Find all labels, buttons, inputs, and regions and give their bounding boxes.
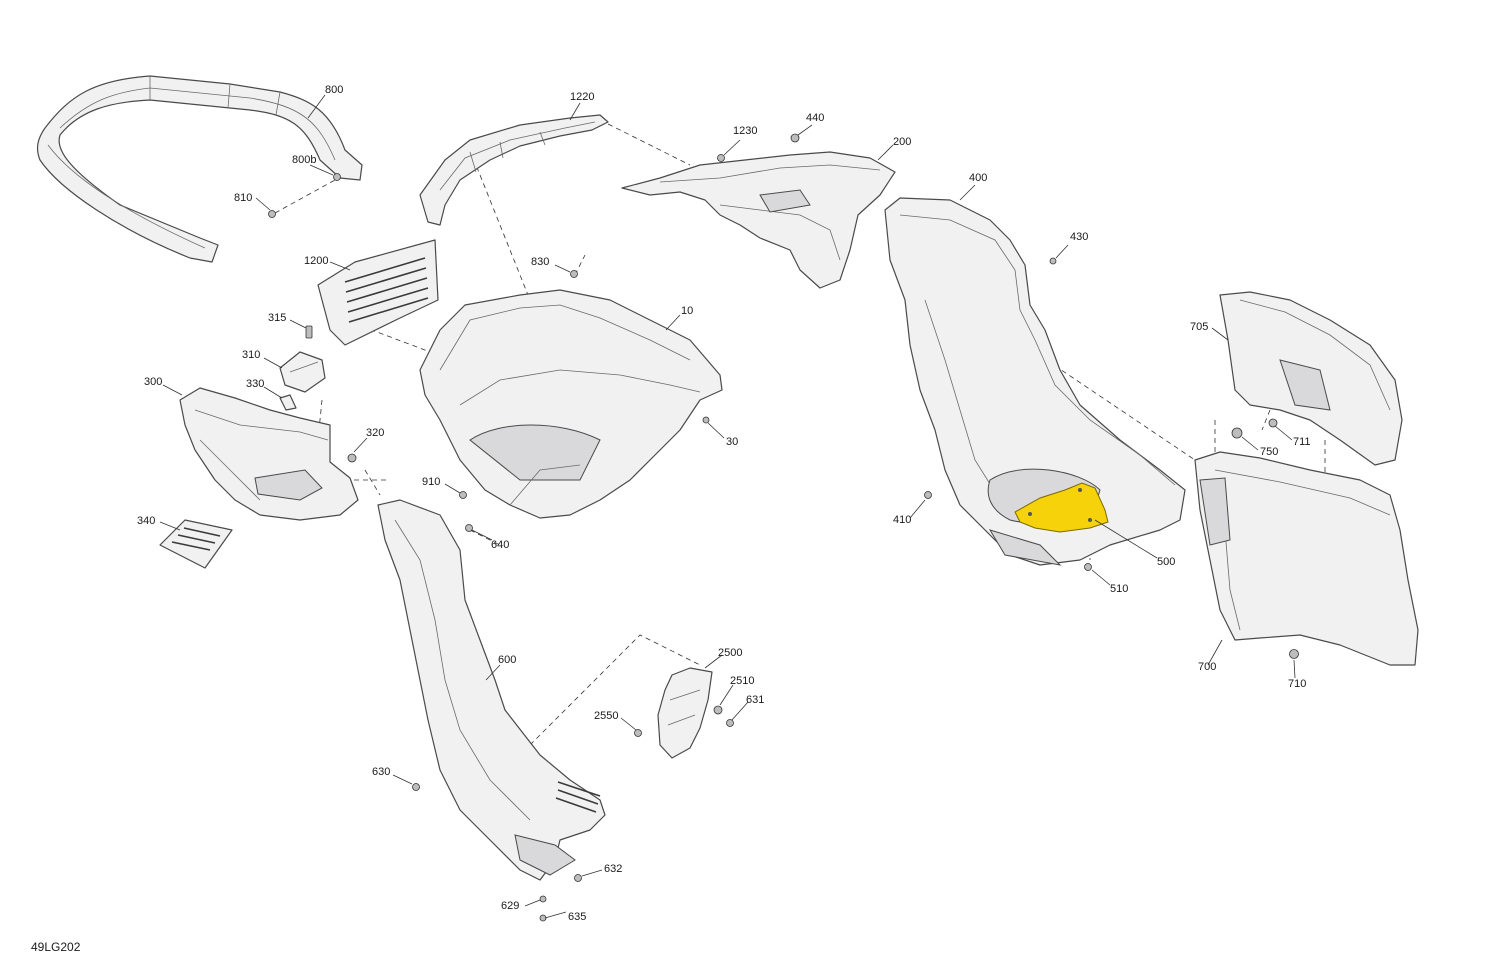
- callout-640: 640: [491, 539, 509, 551]
- document-code: 49LG202: [31, 940, 81, 954]
- fasteners: [268, 133, 1299, 922]
- part-320-bolt: [347, 453, 357, 463]
- callout-2500: 2500: [718, 647, 742, 659]
- callout-440: 440: [806, 112, 824, 124]
- callout-320: 320: [366, 427, 384, 439]
- callout-1200: 1200: [304, 255, 328, 267]
- callout-700: 700: [1198, 661, 1216, 673]
- callout-1230: 1230: [733, 125, 757, 137]
- part-1200-grille: [317, 239, 439, 346]
- callout-910: 910: [422, 476, 440, 488]
- callout-10: 10: [681, 305, 693, 317]
- callout-711: 711: [1293, 436, 1311, 448]
- callout-510: 510: [1110, 583, 1128, 595]
- callout-705: 705: [1190, 321, 1208, 333]
- part-800-bar: [36, 75, 363, 263]
- callouts: 800 800b 810 1220 1230 440 200 400 430 1…: [137, 84, 1311, 923]
- callout-635: 635: [568, 911, 586, 923]
- callout-1220: 1220: [570, 91, 594, 103]
- leader-lines: [159, 94, 1296, 919]
- part-315-screw: [305, 325, 313, 339]
- part-2500-bracket: [657, 667, 713, 759]
- part-340-vent: [159, 519, 233, 569]
- callout-710: 710: [1288, 678, 1306, 690]
- callout-300: 300: [144, 376, 162, 388]
- callout-630: 630: [372, 766, 390, 778]
- part-10-tub: [419, 289, 723, 519]
- callout-200: 200: [893, 136, 911, 148]
- part-200-bracket: [621, 151, 896, 289]
- callout-2550: 2550: [594, 710, 618, 722]
- callout-2510: 2510: [730, 675, 754, 687]
- part-600-side-panel: [377, 499, 606, 881]
- callout-400: 400: [969, 172, 987, 184]
- callout-631: 631: [746, 694, 764, 706]
- callout-310: 310: [242, 349, 260, 361]
- callout-830: 830: [531, 256, 549, 268]
- part-1220-top-panel: [419, 114, 609, 226]
- callout-330: 330: [246, 378, 264, 390]
- callout-632: 632: [604, 863, 622, 875]
- part-330-clip: [279, 394, 297, 411]
- callout-750: 750: [1260, 446, 1278, 458]
- part-500-plate-highlighted: [1014, 482, 1109, 533]
- callout-810: 810: [234, 192, 252, 204]
- callout-30: 30: [726, 436, 738, 448]
- part-705-cover: [1219, 291, 1403, 466]
- callout-629: 629: [501, 900, 519, 912]
- part-300-panel: [179, 387, 359, 521]
- callout-340: 340: [137, 515, 155, 527]
- callout-800: 800: [325, 84, 343, 96]
- part-700-fender: [1194, 451, 1419, 666]
- callout-430: 430: [1070, 231, 1088, 243]
- callout-600: 600: [498, 654, 516, 666]
- part-310-latch: [279, 351, 326, 393]
- callout-500: 500: [1157, 556, 1175, 568]
- callout-800b: 800b: [292, 154, 316, 166]
- callout-315: 315: [268, 312, 286, 324]
- callout-410: 410: [893, 514, 911, 526]
